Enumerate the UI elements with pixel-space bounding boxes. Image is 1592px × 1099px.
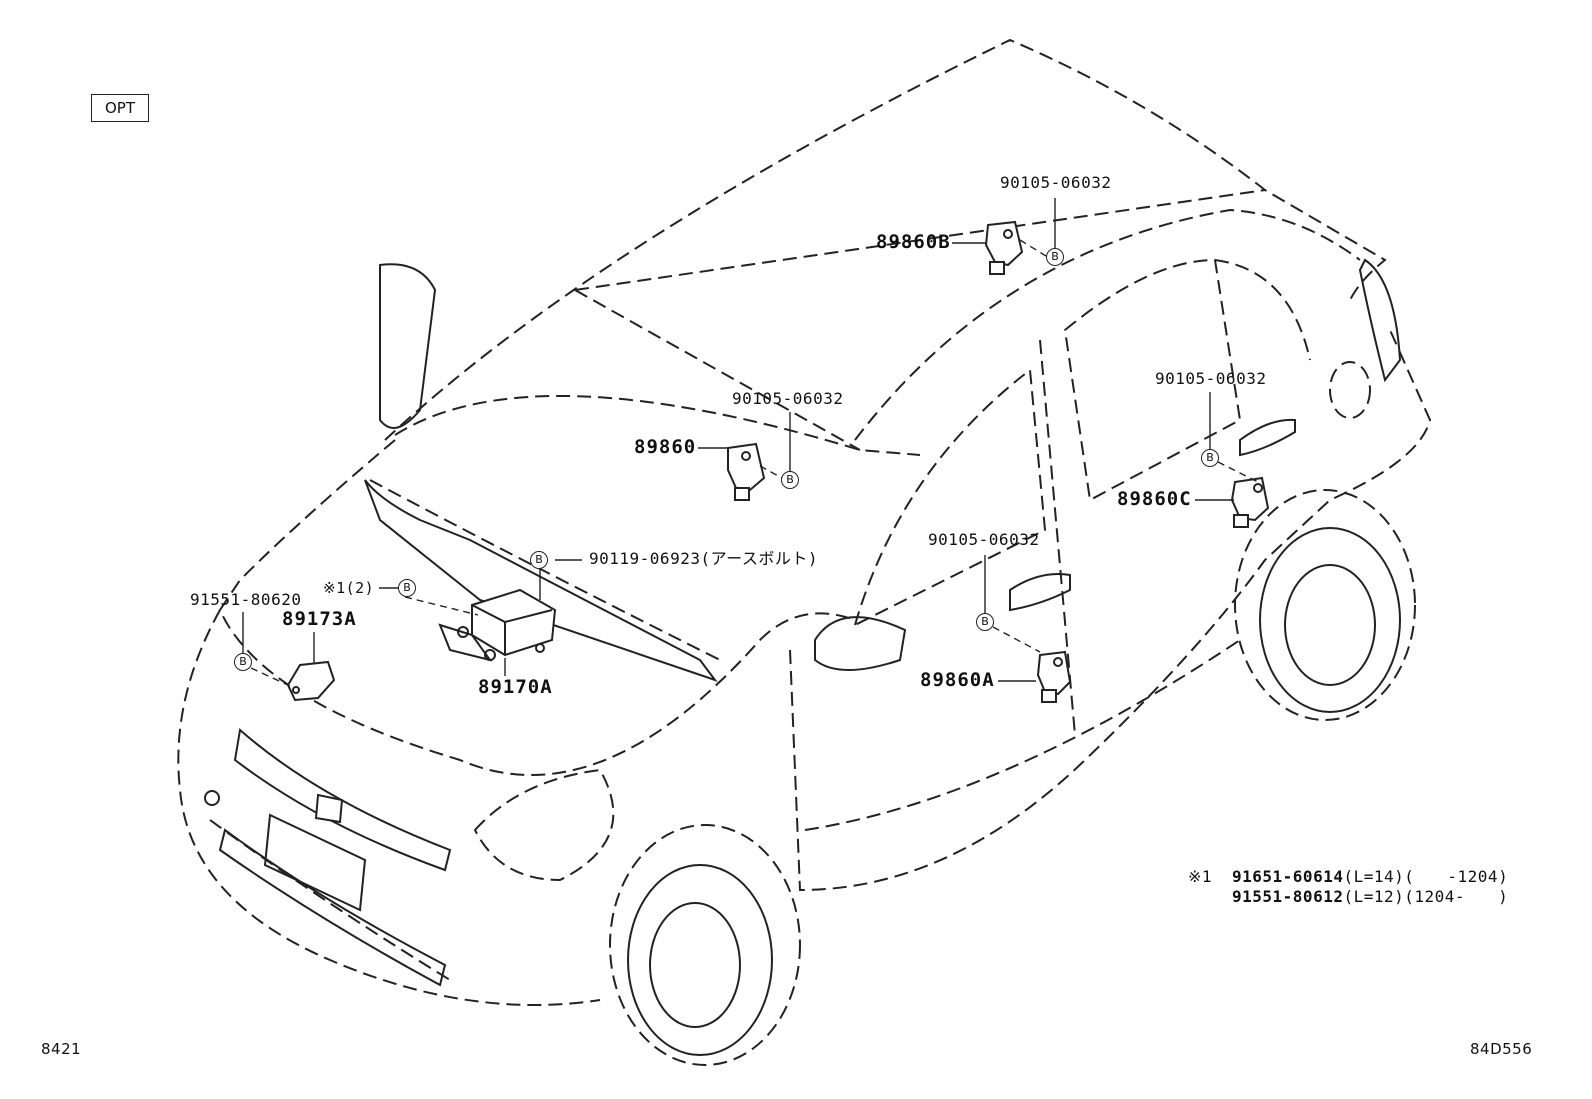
fog-lamp — [204, 790, 220, 806]
label-bolt-right: 90105-06032 — [1155, 369, 1267, 388]
bolt-marker: B — [398, 579, 416, 597]
footnote-line1-rest: (L=14)( -1204) — [1343, 867, 1509, 886]
label-bolt-door: 90105-06032 — [928, 530, 1040, 549]
front-face — [177, 609, 601, 1006]
hood-seam — [369, 479, 721, 661]
label-bolt-top: 90105-06032 — [1000, 173, 1112, 192]
label-sensor-c: 89860C — [1117, 488, 1192, 510]
sensor-89860a — [1036, 650, 1072, 703]
label-bolt-mid: 90105-06032 — [732, 389, 844, 408]
a-pillar — [394, 395, 921, 456]
sensor-89860b — [984, 220, 1024, 275]
corner-code-left: 8421 — [41, 1040, 82, 1058]
sensor-89860 — [727, 442, 766, 501]
bolt-marker: B — [1046, 248, 1064, 266]
bolt-marker: B — [781, 471, 799, 489]
footnote-mark: ※1 — [1188, 867, 1213, 886]
hood — [218, 439, 856, 776]
rear-side-window — [1063, 258, 1242, 502]
rear-wheel-arch — [1234, 489, 1416, 721]
opt-label: OPT — [91, 94, 149, 122]
label-note-ref: ※1(2) — [323, 579, 375, 597]
rear-lamp — [1358, 258, 1402, 383]
front-side-window — [853, 368, 1047, 627]
roof-outline — [384, 38, 1387, 441]
label-ecu: 89170A — [478, 676, 553, 698]
footnote-line2-part: 91551-80612 — [1232, 887, 1344, 906]
fuel-lid — [1329, 361, 1371, 419]
mirror — [379, 263, 437, 429]
bolt-marker: B — [976, 613, 994, 631]
headlight — [473, 768, 615, 882]
b-pillar — [1039, 339, 1076, 736]
rear-door-handle — [1239, 418, 1296, 457]
door-mirror — [814, 616, 907, 671]
rocker — [804, 639, 1241, 831]
label-bolt-left: 91551-80620 — [190, 590, 302, 609]
emblem — [314, 793, 344, 824]
label-sensor-a: 89860A — [920, 669, 995, 691]
bolt-marker: B — [530, 551, 548, 569]
footnote-line1: 91651-60614(L=14)( -1204) — [1232, 868, 1508, 886]
sensor-89173a — [286, 660, 336, 702]
label-sensor-main: 89860 — [634, 436, 697, 458]
roof-line — [574, 189, 1266, 291]
rear-wheel — [1259, 527, 1401, 713]
lower-grille — [218, 828, 447, 987]
cowl — [364, 479, 718, 682]
corner-code-right: 84D556 — [1470, 1040, 1533, 1058]
airbag-ecu-89170a — [438, 588, 557, 662]
footnote-line2-rest: (L=12)(1204- ) — [1343, 887, 1509, 906]
front-wheel-arch — [609, 824, 801, 1066]
label-earth-bolt: 90119-06923(アースボルト) — [589, 549, 818, 568]
leader-lines — [242, 198, 1259, 687]
label-sensor-front: 89173A — [282, 608, 357, 630]
sensor-89860c — [1230, 476, 1270, 528]
side-top — [854, 208, 1361, 441]
windshield-base — [574, 289, 861, 451]
rear-window-pillar — [1214, 259, 1311, 361]
front-door-handle — [1009, 573, 1071, 612]
footnote-line2: 91551-80612(L=12)(1204- ) — [1232, 888, 1508, 906]
front-hub — [649, 902, 741, 1028]
grille — [233, 728, 452, 872]
rear-hub — [1284, 564, 1376, 686]
bolt-marker: B — [234, 653, 252, 671]
bolt-marker: B — [1201, 449, 1219, 467]
body-side — [789, 329, 1432, 892]
plate — [263, 813, 367, 912]
label-sensor-b: 89860B — [876, 231, 951, 253]
footnote-line1-part: 91651-60614 — [1232, 867, 1344, 886]
front-wheel — [627, 864, 773, 1056]
